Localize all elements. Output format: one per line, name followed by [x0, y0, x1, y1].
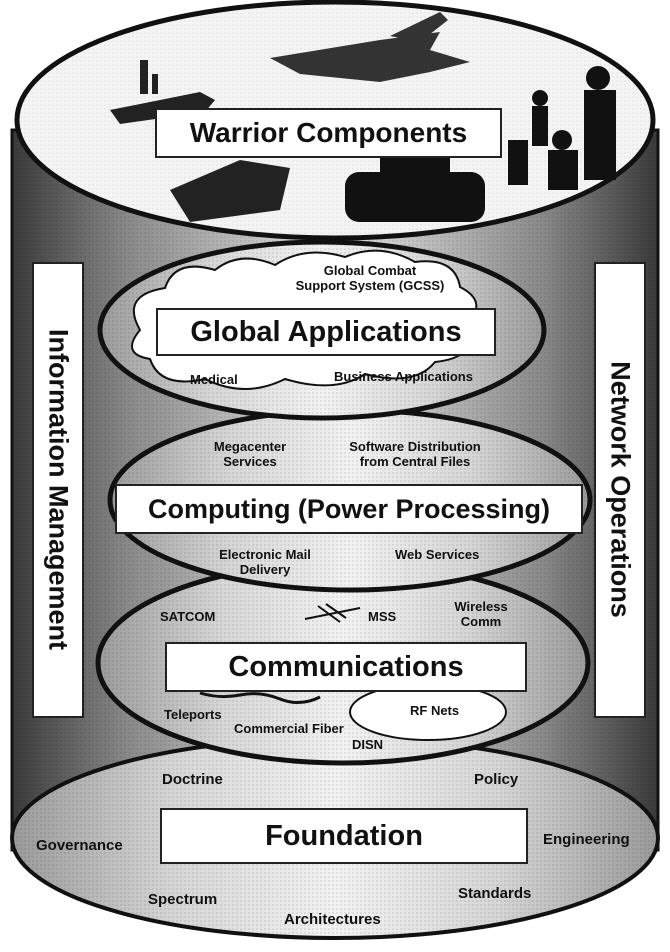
disn-label: DISN	[352, 737, 384, 752]
mss-satellite-icon	[304, 603, 361, 623]
doctrine-label: Doctrine	[162, 771, 223, 788]
network-operations-label: Network Operations	[605, 361, 636, 618]
coastline-icon	[199, 691, 321, 704]
gcss-label: Global Combat Support System (GCSS)	[295, 263, 445, 293]
mss-label: MSS	[368, 609, 397, 624]
standards-label: Standards	[458, 885, 532, 902]
architectures-label: Architectures	[284, 911, 381, 928]
governance-label: Governance	[36, 837, 123, 854]
foundation-box: Foundation	[160, 808, 528, 864]
soldiers-icon	[508, 66, 616, 190]
information-management-label: Information Management	[43, 328, 74, 651]
warrior-components-box: Warrior Components	[155, 108, 502, 158]
engineering-label: Engineering	[543, 831, 630, 848]
commercial-fiber-label: Commercial Fiber	[234, 721, 344, 736]
electronic-mail-label: Electronic Mail Delivery	[219, 547, 311, 577]
software-distribution-label: Software Distribution from Central Files	[349, 439, 481, 469]
policy-label: Policy	[474, 771, 519, 788]
web-services-label: Web Services	[395, 547, 480, 562]
global-applications-box: Global Applications	[156, 308, 496, 356]
business-applications-label: Business Applications	[334, 369, 473, 384]
right-sidebar	[594, 262, 646, 718]
jet-icon	[270, 12, 470, 82]
launcher-icon	[170, 160, 290, 222]
wireless-comm-label: Wireless Comm	[454, 599, 508, 629]
spectrum-label: Spectrum	[148, 891, 218, 908]
teleports-label: Teleports	[164, 707, 222, 722]
medical-label: Medical	[190, 372, 238, 387]
left-sidebar	[32, 262, 84, 718]
megacenter-services-label: Megacenter Services	[213, 439, 287, 469]
communications-box: Communications	[165, 642, 527, 692]
computing-box: Computing (Power Processing)	[115, 484, 583, 534]
rf-nets-label: RF Nets	[410, 703, 460, 718]
satcom-label: SATCOM	[160, 609, 216, 624]
